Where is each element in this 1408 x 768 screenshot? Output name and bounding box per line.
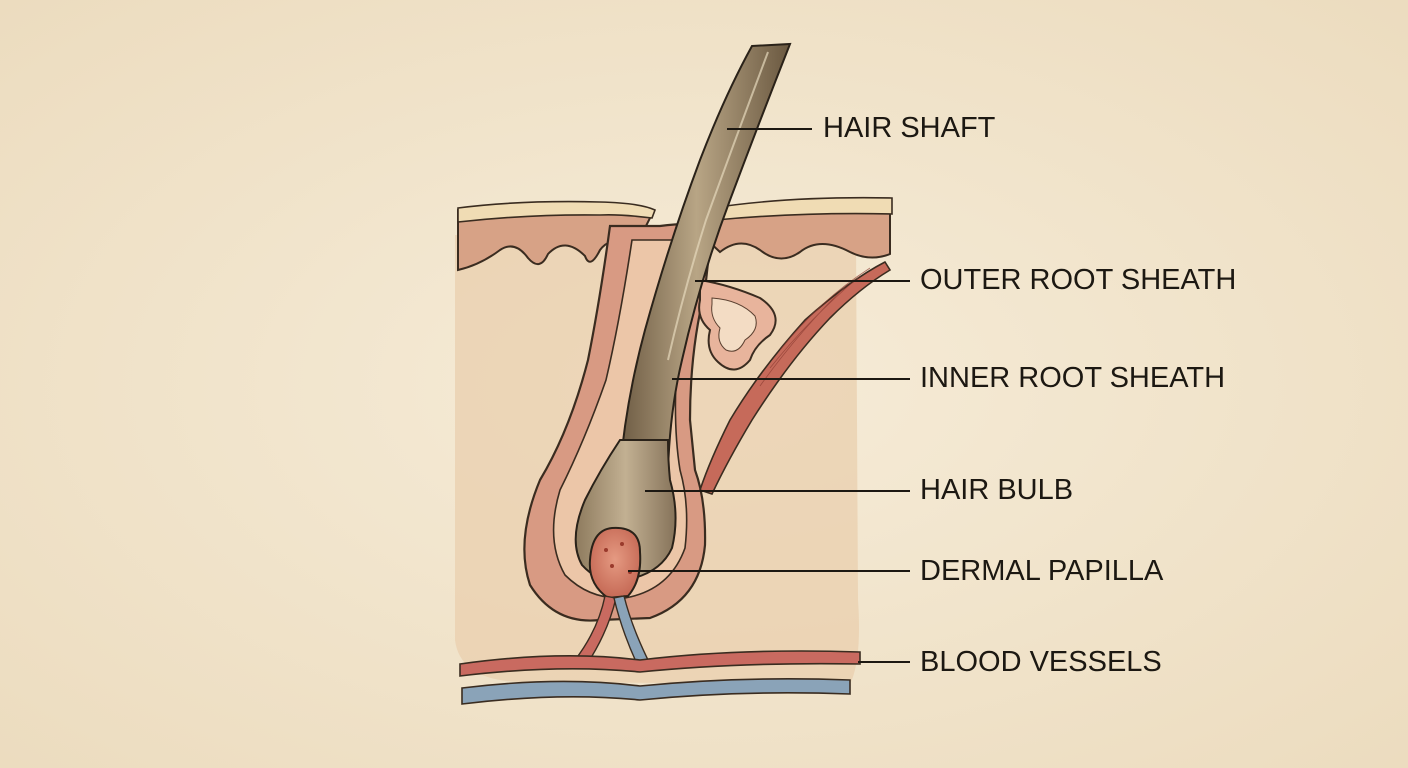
- arrector-pili-muscle: [698, 260, 892, 495]
- label-hair-shaft: HAIR SHAFT: [823, 112, 996, 144]
- label-dermal-papilla: DERMAL PAPILLA: [920, 555, 1164, 587]
- sebaceous-inner: [711, 297, 757, 352]
- vein: [461, 678, 851, 705]
- label-inner-root-sheath: INNER ROOT SHEATH: [920, 362, 1226, 394]
- stratum-corneum-left: [457, 200, 657, 223]
- artery: [459, 650, 861, 677]
- label-outer-root-sheath: OUTER ROOT SHEATH: [920, 264, 1237, 296]
- leader-lines: [628, 128, 910, 663]
- label-blood-vessels: BLOOD VESSELS: [920, 646, 1162, 678]
- stratum-corneum-right: [710, 196, 893, 221]
- label-hair-bulb: HAIR BULB: [920, 474, 1074, 506]
- dermal-papilla-shape: [588, 526, 642, 600]
